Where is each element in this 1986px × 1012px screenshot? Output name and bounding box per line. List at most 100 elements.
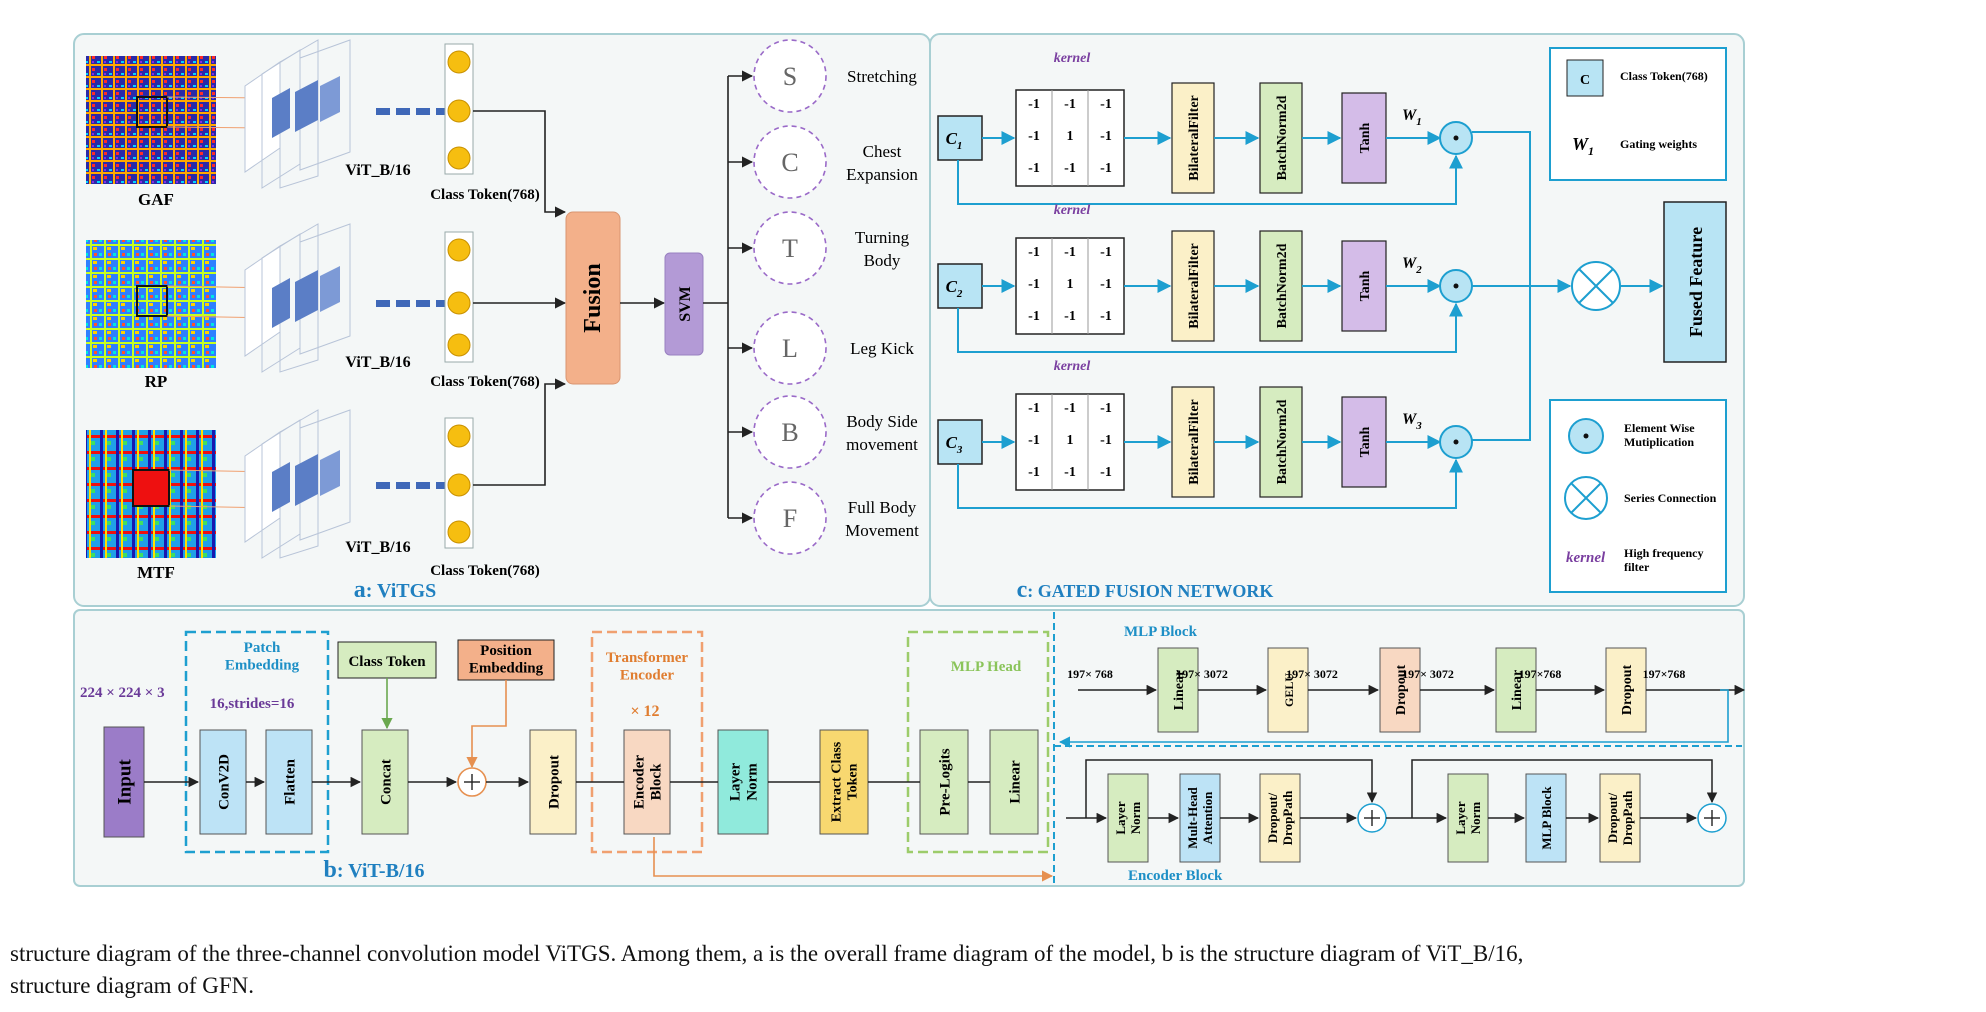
vit-block-9 [919, 729, 969, 835]
mlp-block-4 [1495, 647, 1537, 733]
kernel-cell: 1 [1067, 433, 1074, 448]
svm-label: SVM [677, 286, 694, 322]
kernel-cell: -1 [1100, 277, 1112, 292]
vit-block-7 [717, 729, 769, 835]
panel-c-caption: c: GATED FUSION NETWORK [1017, 577, 1274, 603]
class-circle-c [753, 125, 827, 199]
mlp-dim-label: 197×768 [1643, 667, 1686, 681]
class-token-column-3 [444, 417, 474, 549]
gating-weight-label: W2 [1402, 255, 1422, 276]
class-token-column-2 [444, 231, 474, 363]
kernel-cell: -1 [1100, 245, 1112, 260]
kernel-cell: -1 [1028, 309, 1040, 324]
kernel-cell: -1 [1100, 129, 1112, 144]
vit-block-8 [819, 729, 869, 835]
rp-patch [136, 285, 168, 317]
fusion-block [565, 211, 621, 385]
rp-image [86, 240, 216, 368]
encoder-sub-block-label: LayerNorm [1453, 801, 1483, 834]
channel-box-3 [937, 419, 983, 465]
gfn-block-label: BilateralFilter [1187, 399, 1202, 485]
class-letter: C [781, 148, 798, 177]
mlp-block-2 [1267, 647, 1309, 733]
kernel-cell: -1 [1028, 161, 1040, 176]
vit-block-5 [529, 729, 577, 835]
mlp-block-title: MLP Block [1124, 624, 1198, 640]
kernel-label: kernel [1054, 359, 1091, 374]
class-token-label-1: Class Token(768) [430, 187, 540, 203]
mlp-block-label: Linear [1510, 670, 1525, 710]
gfn-block-label: Tanh [1358, 270, 1373, 301]
mlp-block-5 [1605, 647, 1647, 733]
vit-label-3: ViT_B/16 [345, 539, 410, 556]
legend-w-text: Gating weights [1620, 137, 1697, 151]
gfn-block-label: Tanh [1358, 122, 1373, 153]
class-token-column-1 [444, 43, 474, 175]
class-name: Leg Kick [850, 339, 914, 358]
mlp-block-label: GELU [1282, 673, 1296, 707]
vit-block-10 [989, 729, 1039, 835]
class-letter: S [783, 62, 797, 91]
encoder-sub-block-label: MLP Block [1539, 786, 1554, 850]
vit-block-label: EncoderBlock [631, 755, 664, 810]
kernel-cell: -1 [1100, 433, 1112, 448]
vit-block-4 [361, 729, 409, 835]
panel-a: GAF RP MTF [86, 39, 919, 603]
gfn-block-label: BilateralFilter [1187, 95, 1202, 181]
vit-block-3 [265, 729, 313, 835]
input-label-mtf: MTF [137, 563, 175, 582]
gfn-block-label: BatchNorm2d [1275, 399, 1290, 484]
vit-stack-1 [166, 39, 351, 189]
kernel-cell: -1 [1064, 465, 1076, 480]
mlp-dim-label: 197× 3072 [1176, 667, 1228, 681]
gfn-block-label: BatchNorm2d [1275, 95, 1290, 180]
mlp-head-title: MLP Head [951, 659, 1022, 675]
gfn-block-bilateralfilter [1171, 386, 1215, 498]
gfn-block-batchnorm2d [1259, 386, 1303, 498]
gfn-block-tanh [1341, 396, 1387, 488]
gfn-block-label: Tanh [1358, 426, 1373, 457]
panel-b-caption: b: ViT-B/16 [324, 857, 425, 883]
class-circle-f [753, 481, 827, 555]
class-circle-s [753, 39, 827, 113]
encoder-sub-block-2 [1179, 773, 1221, 863]
encoder-sub-block-label: LayerNorm [1113, 801, 1143, 834]
class-token-box [337, 641, 437, 679]
figure-caption: structure diagram of the three-channel c… [10, 941, 1524, 998]
kernel-cell: -1 [1064, 97, 1076, 112]
vit-block-1 [103, 726, 145, 838]
input-label-gaf: GAF [138, 190, 174, 209]
kernel-cell: -1 [1028, 245, 1040, 260]
mlp-block-label: Dropout [1394, 665, 1409, 716]
class-token-label-2: Class Token(768) [430, 374, 540, 390]
kernel-cell: -1 [1064, 161, 1076, 176]
kernel-cell: 1 [1067, 277, 1074, 292]
kernel-cell: -1 [1028, 277, 1040, 292]
gaf-patch [136, 96, 168, 128]
kernel-cell: 1 [1067, 129, 1074, 144]
gfn-block-label: BilateralFilter [1187, 243, 1202, 329]
mlp-head-group [906, 630, 1050, 854]
vit-label-2: ViT_B/16 [345, 354, 410, 371]
fused-feature-label: Fused Feature [1686, 227, 1706, 337]
kernel-matrix [1015, 89, 1125, 187]
vit-block-label: Flatten [282, 758, 298, 804]
kernel-cell: -1 [1100, 97, 1112, 112]
class-circle-t [753, 211, 827, 285]
kernel-cell: -1 [1028, 97, 1040, 112]
kernel-cell: -1 [1100, 401, 1112, 416]
vit-block-label: Dropout [546, 755, 562, 809]
svm-block [664, 252, 704, 356]
kernel-cell: -1 [1064, 245, 1076, 260]
token-dashes [376, 108, 450, 489]
encoder-block-title: Encoder Block [1128, 868, 1223, 884]
